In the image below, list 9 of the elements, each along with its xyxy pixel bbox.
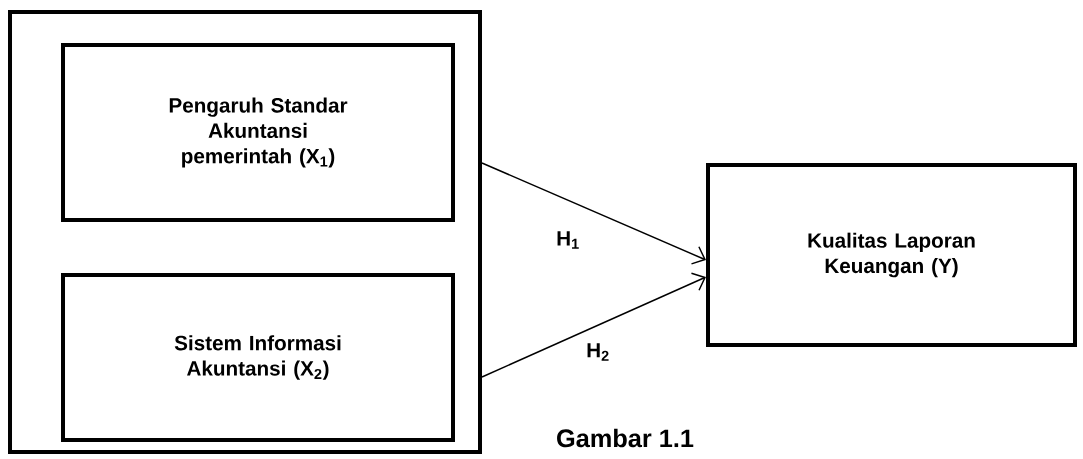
edge-label: H$_{2}$ — [587, 343, 609, 361]
variable-box: Kualitas Laporan Keuangan (Y) — [706, 163, 1077, 347]
variable-box: Sistem Informasi Akuntansi (X$_{2}$) — [61, 273, 455, 442]
arrow — [481, 272, 706, 378]
arrow — [481, 162, 706, 265]
figure-caption: Gambar 1.1 — [557, 428, 694, 448]
outer-box — [8, 10, 482, 454]
variable-box: Pengaruh Standar Akuntansi pemerintah (X$_{1}$) — [61, 43, 455, 222]
edge-label: H$_{1}$ — [557, 231, 579, 249]
